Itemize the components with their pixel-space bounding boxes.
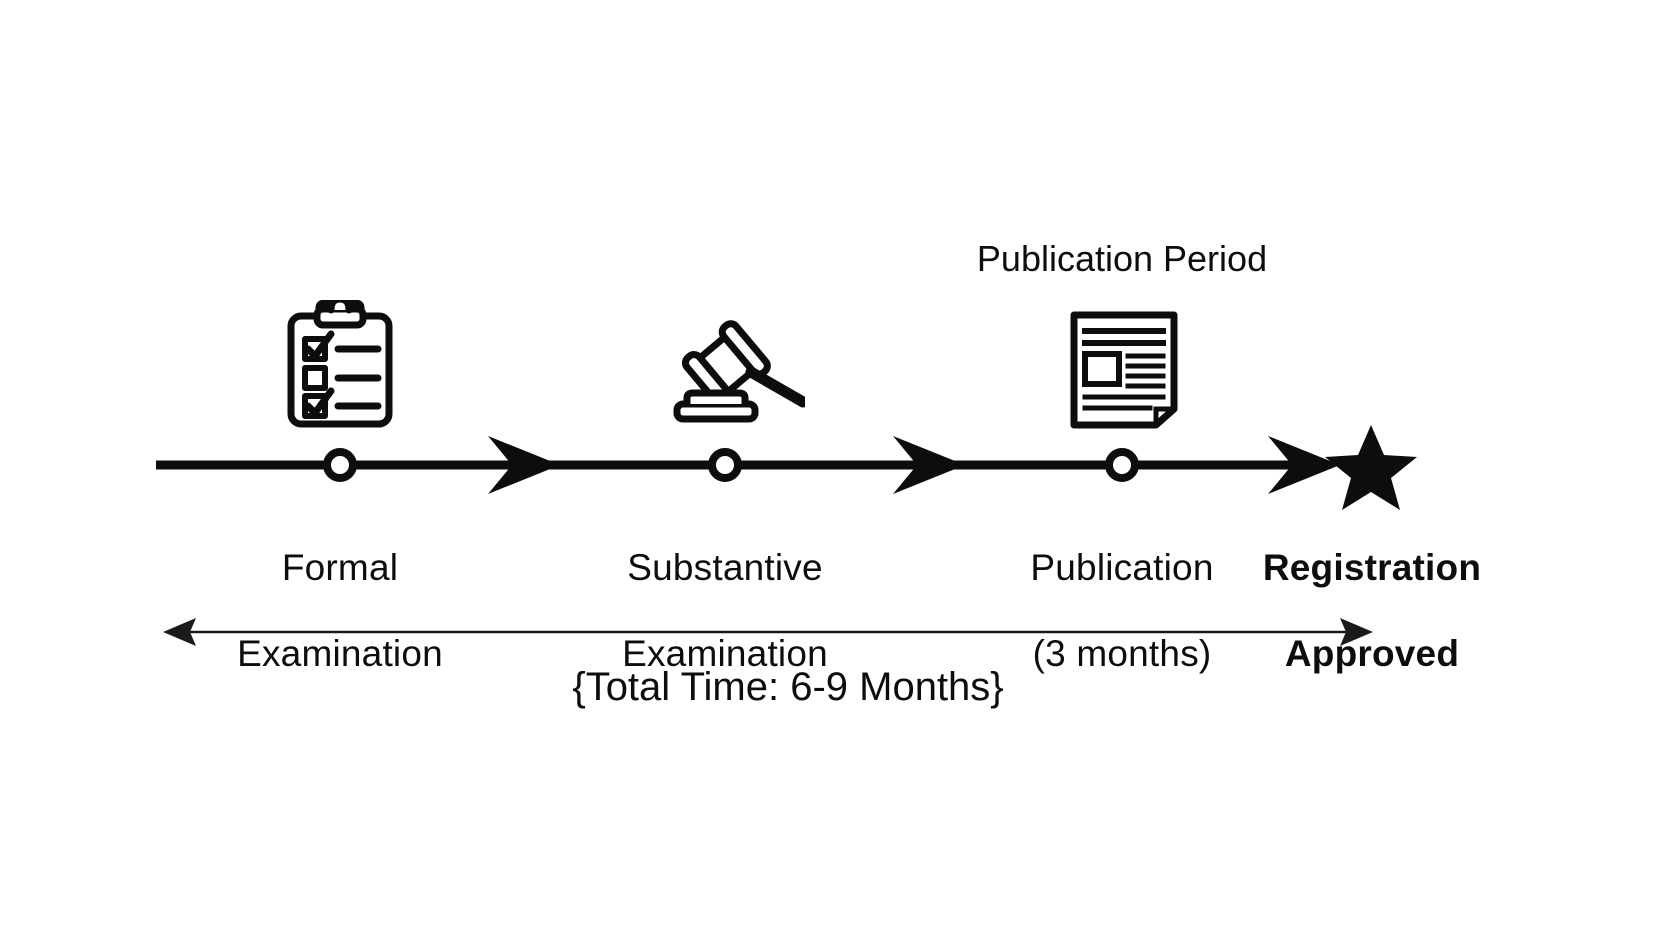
timeline-node-publication[interactable] [1105,448,1139,482]
timeline-node-formal-examination[interactable] [323,448,357,482]
publication-period-annotation: Publication Period [976,238,1268,279]
stage-label-line1: Registration [1262,547,1482,588]
star-icon[interactable] [1325,425,1417,510]
stage-label-line1: Publication [1030,547,1214,588]
stage-label-substantive-examination: Substantive Examination [575,503,875,718]
timeline-arrowhead-3 [1268,436,1340,494]
stage-label-line2: Approved [1284,633,1460,674]
stage-label-line2: (3 months) [1032,633,1212,674]
gavel-icon [655,316,805,428]
stage-label-line1: Substantive [627,547,823,588]
stage-label-line2: Examination [622,633,828,674]
timeline-node-substantive-examination[interactable] [708,448,742,482]
stage-label-formal-examination: Formal Examination [190,503,490,718]
span-arrowhead-right [1340,618,1373,646]
timeline-arrowhead-2 [893,436,965,494]
timeline-arrowhead-1 [488,436,560,494]
clipboard-checklist-icon [286,300,394,428]
stage-label-registration-approved: Registration Approved [1222,503,1522,718]
stage-label-line2: Examination [237,633,443,674]
stage-label-publication: Publication (3 months) [972,503,1272,718]
total-time-caption: {Total Time: 6-9 Months} [572,665,1004,709]
newspaper-icon [1070,311,1178,429]
stage-label-line1: Formal [281,547,399,588]
span-arrowhead-left [163,618,196,646]
total-time-span-arrow [163,618,1373,646]
